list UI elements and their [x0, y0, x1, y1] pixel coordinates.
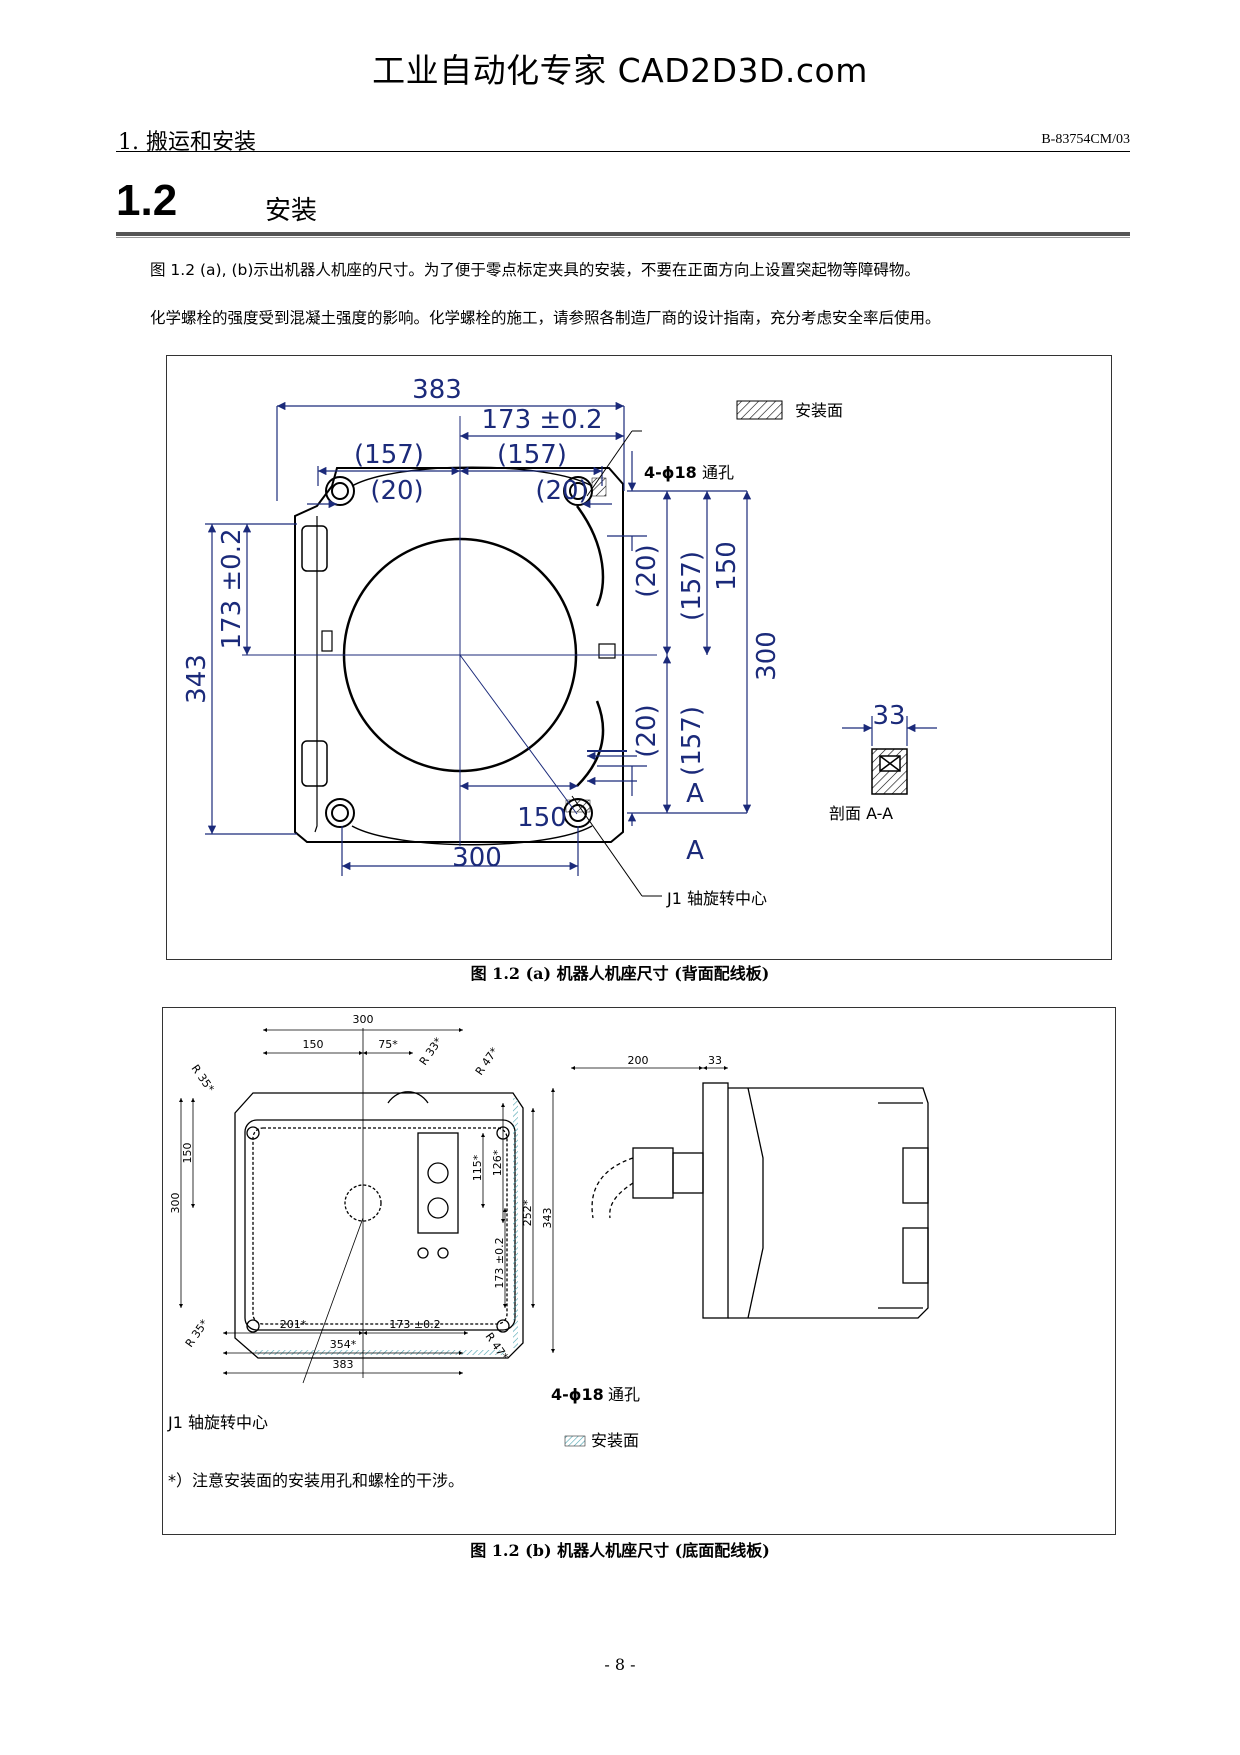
- section-number: 1.2: [116, 176, 178, 225]
- hole-spec: 4-ϕ18: [644, 463, 697, 482]
- legend-mount-surface-b: 安装面: [591, 1431, 639, 1450]
- dim-b-150-left: 150: [181, 1143, 194, 1164]
- bottom-plan-outline: [234, 1091, 524, 1359]
- dim-343: 343: [182, 654, 212, 704]
- hole-type: 通孔: [702, 463, 734, 482]
- dim-b-300: 300: [353, 1013, 374, 1026]
- dim-b-126: 126*: [491, 1149, 504, 1176]
- dim-b-173-v: 173 ±0.2: [493, 1237, 506, 1288]
- figure-a-drawing: 383 173 ±0.2 (157) (157) (20) (20) 343 1…: [182, 375, 937, 908]
- mount-hatch-1: [591, 477, 607, 497]
- legend-hatch-b: [564, 1435, 586, 1447]
- hole-leader: [586, 430, 633, 497]
- figure-a: 383 173 ±0.2 (157) (157) (20) (20) 343 1…: [166, 355, 1112, 960]
- j1-leader-b: [302, 1217, 364, 1384]
- dim-383: 383: [412, 375, 462, 405]
- dim-157-left: (157): [354, 440, 424, 470]
- figure-b-drawing: 300 150 75* R 35* R 33* R 47* 150 300 11…: [167, 1013, 929, 1490]
- j1-axis-label: J1 轴旋转中心: [666, 889, 767, 908]
- dim-b-201: 201*: [280, 1318, 307, 1331]
- hole-type-b: 通孔: [608, 1385, 640, 1404]
- side-view-outline: [591, 1082, 929, 1319]
- section-mark-a1: A: [686, 779, 704, 809]
- dim-b-252: 252*: [521, 1199, 534, 1226]
- document-id: B-83754CM/03: [1041, 132, 1130, 147]
- mount-hatch-2: [565, 799, 591, 813]
- legend-hatch-swatch: [736, 400, 783, 420]
- dim-157-right: (157): [497, 440, 567, 470]
- dim-b-173-h: 173 ±0.2: [389, 1318, 440, 1331]
- figure-b: 300 150 75* R 35* R 33* R 47* 150 300 11…: [162, 1007, 1116, 1535]
- dim-b-r33: R 33*: [417, 1035, 446, 1068]
- figure-a-caption: 图 1.2 (a) 机器人机座尺寸 (背面配线板): [470, 964, 770, 983]
- dim-b-300-left: 300: [169, 1193, 182, 1214]
- dim-b-200: 200: [628, 1054, 649, 1067]
- section-title: 安装: [265, 196, 318, 226]
- dim-b-r35-top: R 35*: [189, 1062, 218, 1095]
- header-rule: [116, 151, 1130, 152]
- dim-20-right: (20): [535, 476, 588, 506]
- dim-20-left: (20): [370, 476, 423, 506]
- section-aa-label: 剖面 A-A: [829, 804, 893, 823]
- dim-b-r35-bottom: R 35*: [183, 1317, 212, 1350]
- section-mark-a2: A: [686, 836, 704, 866]
- dim-b-383: 383: [333, 1358, 354, 1371]
- dim-b-343: 343: [541, 1208, 554, 1229]
- dim-173-left: 173 ±0.2: [217, 528, 247, 649]
- dim-150-right: 150: [712, 541, 742, 591]
- dim-20-r1: (20): [632, 544, 662, 597]
- dim-300-bottom: 300: [452, 843, 502, 873]
- figure-b-caption: 图 1.2 (b) 机器人机座尺寸 (底面配线板): [470, 1541, 770, 1560]
- dim-173-top: 173 ±0.2: [481, 405, 602, 435]
- dimension-lines-b: [179, 1028, 728, 1375]
- dim-300-right: 300: [752, 631, 782, 681]
- legend-mount-surface: 安装面: [795, 401, 843, 420]
- dim-b-115: 115*: [471, 1154, 484, 1181]
- section-rule: [116, 232, 1130, 236]
- dim-b-r47-top: R 47*: [473, 1045, 502, 1078]
- paragraph-2: 化学螺栓的强度受到混凝土强度的影响。化学螺栓的施工，请参照各制造厂商的设计指南，…: [150, 309, 941, 327]
- mount-surface-hatch-bottom: [255, 1350, 505, 1355]
- footnote: *）注意安装面的安装用孔和螺栓的干涉。: [168, 1471, 464, 1490]
- dim-157-r1: (157): [677, 551, 707, 621]
- dim-b-33: 33: [708, 1054, 722, 1067]
- section-rule-thin: [116, 237, 1130, 238]
- mount-surface-hatch-right: [513, 1098, 518, 1348]
- dim-33-section: 33: [872, 701, 905, 731]
- section-aa-shape: [871, 748, 908, 795]
- j1-axis-label-b: J1 轴旋转中心: [167, 1413, 268, 1432]
- dim-b-75: 75*: [378, 1038, 398, 1051]
- page-number: - 8 -: [604, 1655, 636, 1674]
- dim-b-354: 354*: [330, 1338, 357, 1351]
- centerlines: [242, 416, 662, 897]
- dim-157-r2: (157): [677, 706, 707, 776]
- hole-spec-b: 4-ϕ18: [551, 1385, 604, 1404]
- paragraph-1: 图 1.2 (a), (b)示出机器人机座的尺寸。为了便于零点标定夹具的安装，不…: [150, 261, 920, 279]
- chapter-header: 1. 搬运和安装: [118, 130, 256, 155]
- dim-b-150: 150: [303, 1038, 324, 1051]
- dimension-lines: [205, 401, 937, 876]
- watermark: 工业自动化专家 CAD2D3D.com: [372, 51, 868, 90]
- dim-20-r2: (20): [632, 704, 662, 757]
- mount-holes: [325, 476, 593, 828]
- dim-150-bottom: 150: [517, 803, 567, 833]
